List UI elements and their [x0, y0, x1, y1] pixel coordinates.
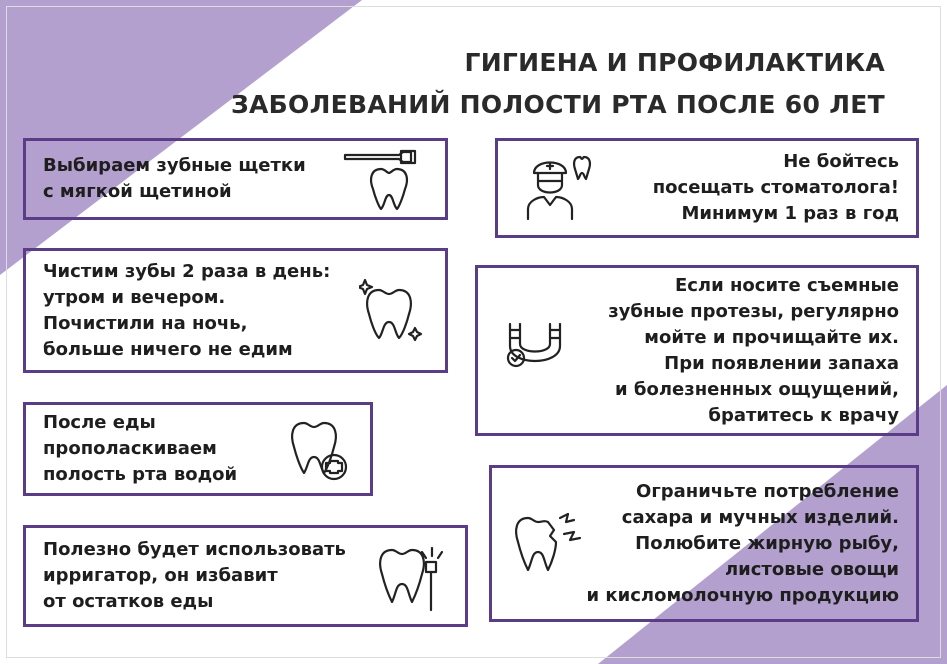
tip-dentist: Не бойтесь посещать стоматолога! Минимум 1…	[495, 138, 919, 238]
tip-brushing: Чистим зубы 2 раза в день: утром и вечеро…	[23, 248, 448, 373]
tip-rinsing: После еды прополаскиваем полость рта водой	[23, 402, 373, 496]
tip-line: Полезно будет использовать	[43, 539, 346, 560]
tip-line: посещать стоматолога!	[652, 177, 899, 198]
tip-line: сахара и мучных изделий.	[621, 506, 899, 528]
tooth-irrigator-icon	[379, 546, 444, 612]
tip-line: Минимум 1 раз в год	[681, 203, 899, 224]
page-title: ГИГИЕНА И ПРОФИЛАКТИКА ЗАБОЛЕВАНИЙ ПОЛОС…	[231, 42, 885, 126]
top-left-triangle	[0, 0, 362, 275]
sparkling-tooth-icon	[359, 278, 423, 342]
tip-line: Выбираем зубные щетки	[43, 155, 306, 176]
tooth-plus-icon	[291, 421, 348, 481]
title-line-2: ЗАБОЛЕВАНИЙ ПОЛОСТИ РТА ПОСЛЕ 60 ЛЕТ	[230, 90, 885, 119]
toothbrush-tooth-icon	[343, 149, 417, 211]
tip-line: утром и вечером.	[43, 286, 226, 308]
bottom-right-triangle	[598, 385, 947, 664]
tip-line: листовые овощи	[724, 558, 899, 580]
tip-line: больше ничего не едим	[43, 338, 293, 360]
tip-line: зубные протезы, регулярно	[608, 300, 899, 322]
broken-tooth-icon	[515, 512, 582, 572]
title-line-1: ГИГИЕНА И ПРОФИЛАКТИКА	[464, 48, 885, 77]
tip-line: от остатков еды	[43, 591, 214, 612]
tip-toothbrush: Выбираем зубные щетки с мягкой щетиной	[23, 138, 448, 220]
tip-line: полость рта водой	[43, 464, 238, 485]
tip-line: братитесь к врачу	[708, 404, 899, 426]
tip-line: и кисломолочную продукцию	[586, 584, 899, 606]
tip-line: мойте и прочищайте их.	[644, 326, 899, 348]
tip-diet: Ограничьте потребление сахара и мучных из…	[489, 465, 919, 622]
tip-line: После еды	[43, 412, 156, 433]
page-frame	[6, 6, 941, 658]
tip-line: При появлении запаха	[664, 352, 899, 374]
tip-line: Чистим зубы 2 раза в день:	[43, 260, 331, 282]
tip-line: Если носите съемные	[674, 274, 899, 296]
tip-dentures: Если носите съемные зубные протезы, регул…	[475, 265, 919, 436]
tip-line: и болезненных ощущений,	[615, 378, 899, 400]
tip-irrigator: Полезно будет использовать ирригатор, он …	[23, 525, 468, 627]
tip-line: ирригатор, он избавит	[43, 565, 278, 586]
tip-line: Ограничьте потребление	[636, 480, 899, 502]
tip-line: прополаскиваем	[43, 438, 217, 459]
denture-icon	[506, 322, 562, 368]
dentist-icon	[526, 155, 592, 221]
tip-line: Полюбите жирную рыбу,	[635, 532, 899, 554]
tip-line: Почистили на ночь,	[43, 312, 248, 334]
tip-line: Не бойтесь	[783, 151, 899, 172]
tip-line: с мягкой щетиной	[43, 181, 232, 202]
